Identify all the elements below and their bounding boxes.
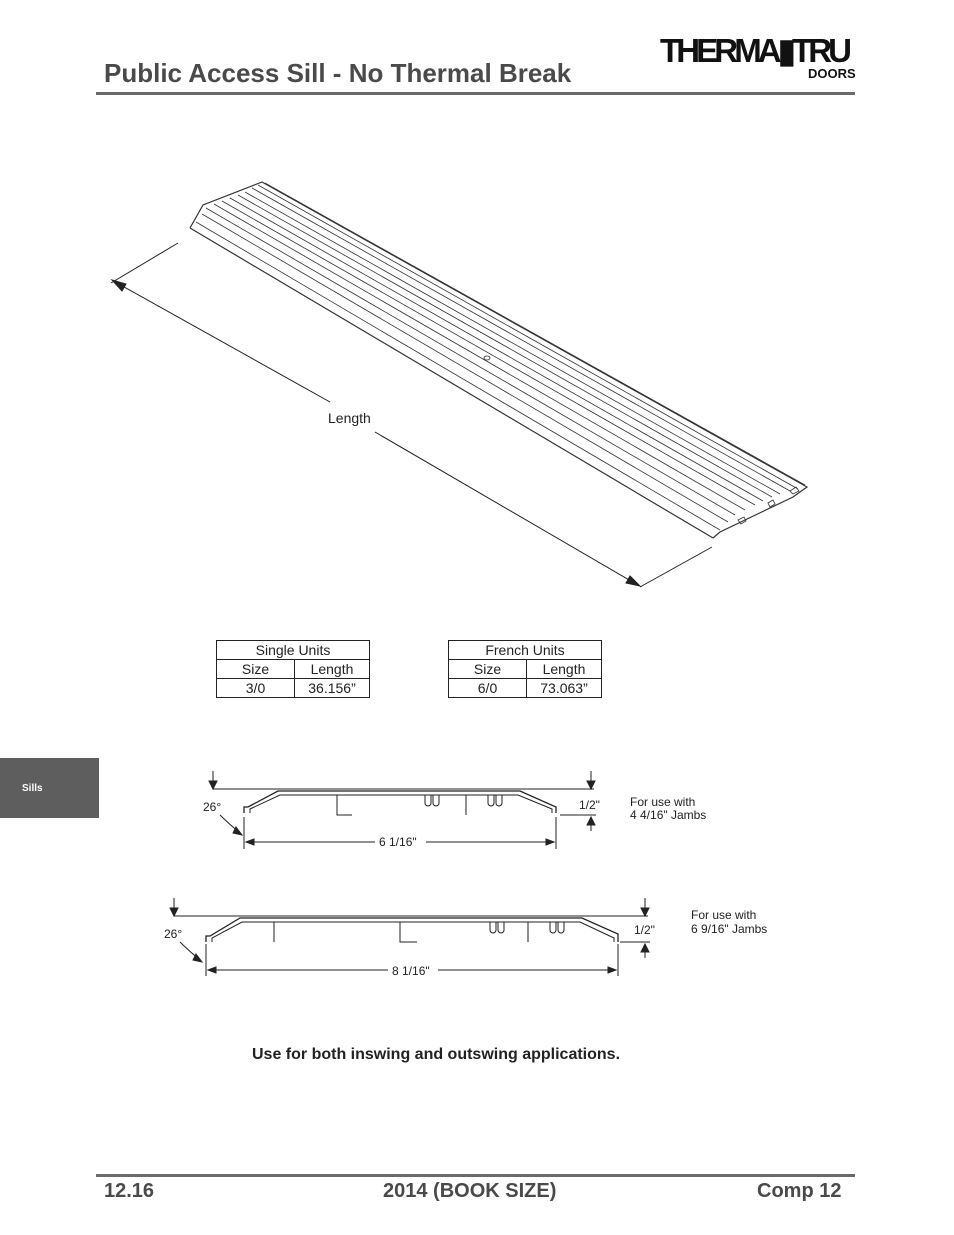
french-size-value: 6/0 [448, 678, 527, 698]
single-units-title: Single Units [216, 640, 370, 660]
french-length-header: Length [526, 659, 602, 679]
logo-sub-text: DOORS [808, 66, 856, 81]
length-label: Length [328, 410, 371, 426]
svg-text:THERMA▮TRU: THERMA▮TRU [660, 32, 850, 69]
profile-2-width: 8 1/16" [392, 964, 430, 978]
french-units-title: French Units [448, 640, 602, 660]
french-size-header: Size [448, 659, 527, 679]
profile-1-height: 1/2" [579, 798, 600, 812]
therma-tru-logo: THERMA▮TRU DOORS [660, 32, 856, 81]
profile-1-width: 6 1/16" [379, 835, 417, 849]
profile-2-height: 1/2" [634, 923, 655, 937]
header-rule [96, 92, 855, 95]
single-length-header: Length [294, 659, 370, 679]
footer-rule [96, 1174, 855, 1177]
sill-profile-2: 26° 1/2" 8 1/16" For use with 6 9/16" Ja… [164, 898, 767, 978]
profile-2-angle: 26° [164, 927, 182, 941]
footer-edition: 2014 (BOOK SIZE) [383, 1180, 557, 1202]
application-note: Use for both inswing and outswing applic… [252, 1046, 621, 1063]
profile-2-note-line2: 6 9/16" Jambs [691, 922, 767, 936]
sill-profile-1: 26° 1/2" 6 1/16" For use with 4 4/16" Ja… [203, 771, 706, 849]
footer-section: Comp 12 [757, 1180, 842, 1202]
single-size-value: 3/0 [216, 678, 295, 698]
footer-page-number: 12.16 [104, 1180, 155, 1202]
sill-isometric-drawing: Length [110, 181, 809, 588]
page-title: Public Access Sill - No Thermal Break [104, 58, 572, 88]
profile-1-note-line1: For use with [630, 795, 695, 809]
profile-1-note-line2: 4 4/16" Jambs [630, 808, 706, 822]
single-length-value: 36.156” [294, 678, 370, 698]
single-size-header: Size [216, 659, 295, 679]
french-length-value: 73.063” [526, 678, 602, 698]
section-tab-sills[interactable]: Sills [0, 758, 99, 818]
profile-1-angle: 26° [203, 800, 221, 814]
profile-2-note-line1: For use with [691, 908, 756, 922]
